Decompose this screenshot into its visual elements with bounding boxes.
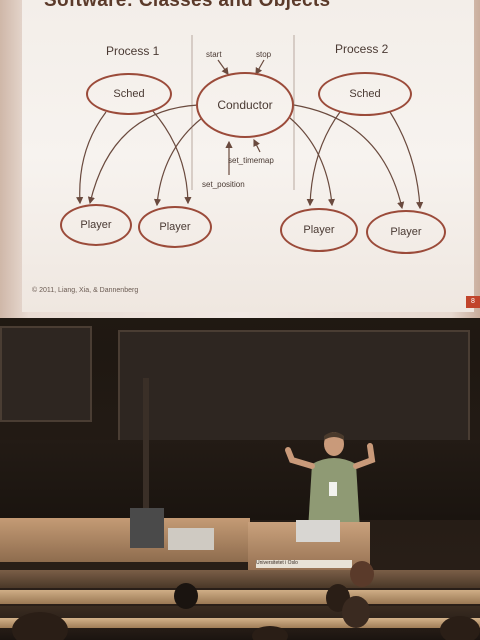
process-1-label: Process 1 <box>106 44 160 58</box>
player-node-4: Player <box>366 210 446 254</box>
sched-node-1: Sched <box>86 73 172 115</box>
process-2-label: Process 2 <box>335 42 389 56</box>
back-wall <box>0 440 480 520</box>
desk-row-2 <box>0 618 480 628</box>
laptop-2 <box>168 528 214 550</box>
slide-title: Software: Classes and Objects <box>44 0 331 11</box>
blackboard-left <box>0 326 92 422</box>
wall-post <box>143 378 149 508</box>
stop-label: stop <box>256 50 272 59</box>
player-node-1: Player <box>60 204 132 246</box>
presentation-slide: Software: Classes and Objects <box>22 0 474 312</box>
audience <box>12 561 480 640</box>
set-position-label: set_position <box>202 180 245 189</box>
start-label: start <box>206 50 222 59</box>
player-node-2: Player <box>138 206 212 248</box>
diagram-arrows <box>76 35 424 210</box>
speaker <box>285 432 376 530</box>
podium-sign: Universitetet i Oslo <box>256 560 352 568</box>
slide-copyright: © 2011, Liang, Xia, & Dannenberg <box>32 287 139 294</box>
projector-device <box>130 508 164 548</box>
player-node-3: Player <box>280 208 358 252</box>
set-timemap-label: set_timemap <box>228 156 274 165</box>
conductor-node: Conductor <box>196 72 294 138</box>
projection-screen: Software: Classes and Objects <box>0 0 480 318</box>
sched-node-2: Sched <box>318 72 412 116</box>
slide-number: 8 <box>466 296 480 308</box>
blackboard-center <box>118 330 470 446</box>
laptop <box>296 520 340 542</box>
